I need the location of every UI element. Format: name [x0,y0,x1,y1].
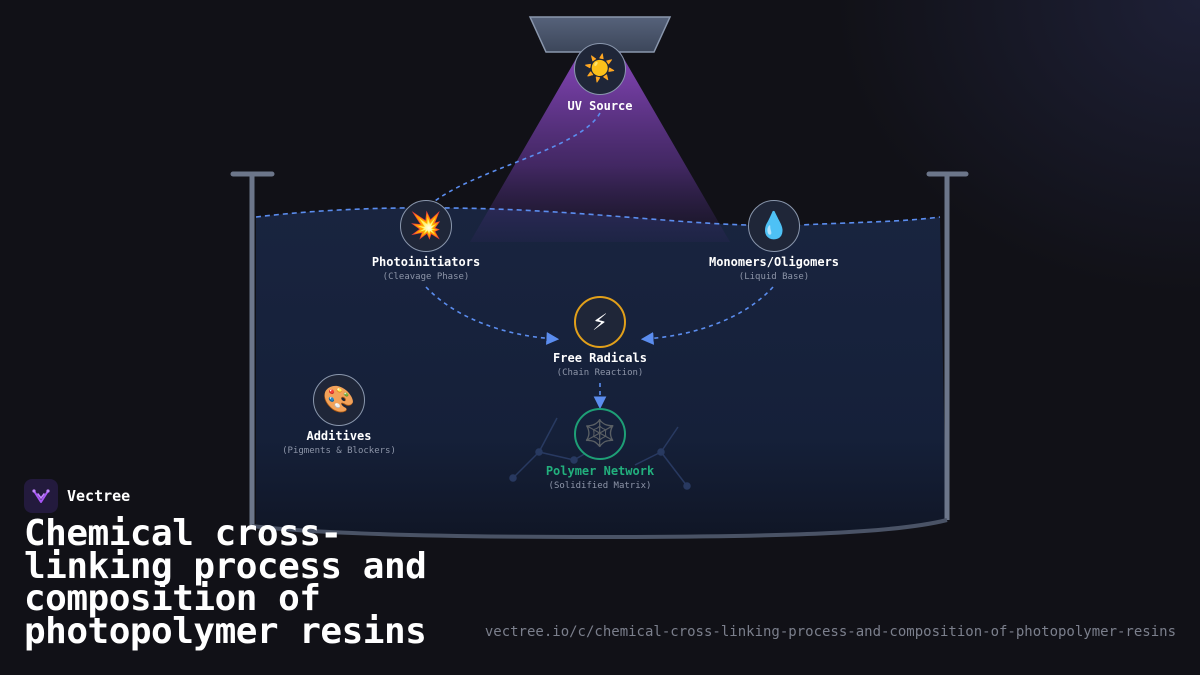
burst-icon: 💥 [400,200,452,252]
photoinitiators-label: Photoinitiators [371,255,481,269]
polymer-network-label: Polymer Network [545,464,655,478]
liquid-surface-line [255,207,941,227]
polymer-network-sublabel: (Solidified Matrix) [548,481,652,491]
brand-name: Vectree [67,487,131,505]
lightning-icon: ⚡ [574,296,626,348]
connector-uv-to-photoinitiators [429,112,601,206]
vat-bottom [251,518,948,540]
connector-monomers-to-free-radicals [640,286,774,345]
photoinitiators-sublabel: (Cleavage Phase) [382,272,470,282]
uv-beam [470,52,730,242]
brand: Vectree [24,479,130,513]
additives-label: Additives [306,429,372,443]
droplet-icon: 💧 [748,200,800,252]
page-url[interactable]: vectree.io/c/chemical-cross-linking-proc… [484,624,1176,640]
uv-source-label: UV Source [567,99,633,113]
palette-icon: 🎨 [313,374,365,426]
additives-sublabel: (Pigments & Blockers) [282,446,396,456]
monomers-sublabel: (Liquid Base) [738,272,810,282]
sun-icon: ☀️ [574,43,626,95]
monomers-label: Monomers/Oligomers [708,255,840,269]
vectree-logo-icon [24,479,58,513]
page-title: Chemical cross-linking process and compo… [24,513,427,652]
web-icon: 🕸️ [574,408,626,460]
uv-lamp-housing [528,16,672,53]
free-radicals-label: Free Radicals [553,351,647,365]
free-radicals-sublabel: (Chain Reaction) [556,368,644,378]
